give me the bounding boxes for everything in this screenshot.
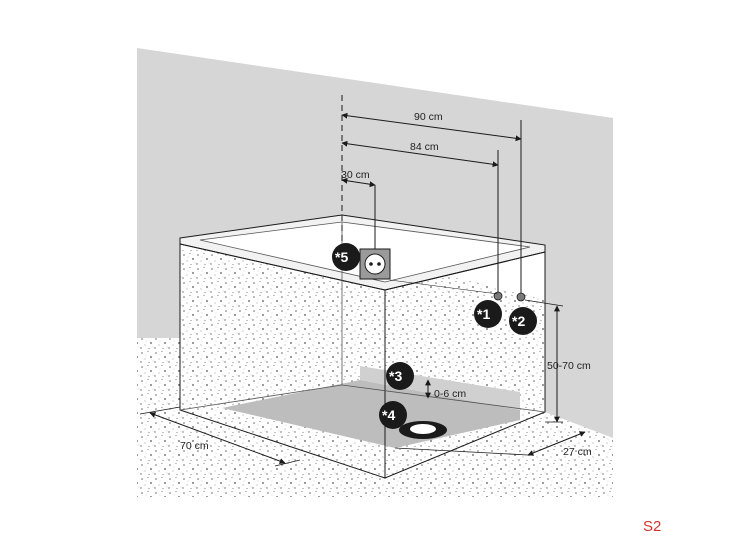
svg-text:*3: *3	[389, 368, 402, 384]
svg-text:*2: *2	[512, 313, 525, 329]
dim-line-90	[341, 112, 522, 142]
callout-3: *3	[386, 362, 414, 390]
dim-label-0-6: 0-6 cm	[434, 388, 466, 400]
callout-4: *4	[379, 401, 407, 429]
svg-text:*4: *4	[382, 407, 395, 423]
water-connection-point-icon	[493, 291, 503, 301]
dim-line-27	[527, 431, 586, 456]
dim-label-70: 70 cm	[180, 440, 209, 452]
dim-line-84	[341, 140, 499, 168]
callout-1: *1	[474, 300, 502, 328]
dim-label-84: 84 cm	[410, 141, 439, 153]
callout-5: *5	[332, 243, 360, 271]
dim-label-30: 30 cm	[341, 169, 370, 181]
page-label: S2	[643, 518, 662, 535]
dim-line-70	[149, 412, 286, 464]
dim-label-50-70: 50-70 cm	[547, 360, 591, 372]
dim-label-27: 27 cm	[563, 446, 592, 458]
dim-line-30	[341, 177, 376, 188]
callout-2: *2	[509, 307, 537, 335]
svg-text:*1: *1	[477, 306, 490, 322]
water-connection-point-icon	[516, 292, 526, 302]
svg-text:*5: *5	[335, 249, 348, 265]
dim-label-90: 90 cm	[414, 111, 443, 123]
floor-drain-icon	[399, 421, 447, 439]
power-socket-icon	[359, 248, 391, 280]
